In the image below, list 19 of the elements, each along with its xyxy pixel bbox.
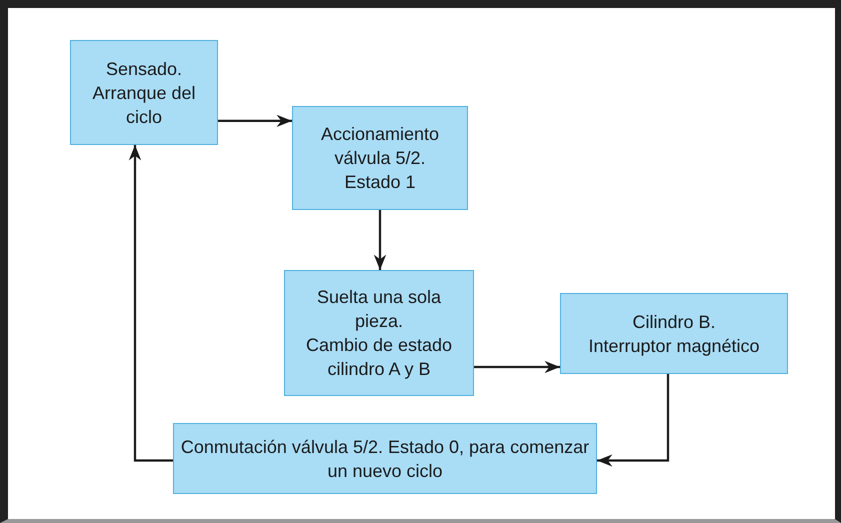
arrow [128,145,173,462]
arrow [374,210,386,270]
box-text: Sensado. [106,58,182,80]
process-box [560,293,788,374]
box-text: Arranque del ciclo [91,82,197,128]
process-box [292,106,468,210]
box-text: Cilindro B. [632,310,716,334]
arrow [597,374,670,467]
arrow [474,360,560,374]
box-text: Interruptor magnético [588,334,760,358]
process-box [70,40,218,145]
arrow [218,114,292,127]
box-text: Accionamiento válvula 5/2. [320,123,440,170]
process-box [173,423,597,494]
box-text: Cambio de estado cilindro A y B [304,334,454,381]
box-text: Estado 1 [344,171,416,194]
box-text: Conmutación válvula 5/2. Estado 0, para comenzar un nuevo ciclo [180,436,590,482]
process-box [284,270,474,396]
box-text: Suelta una sola pieza. [316,286,442,333]
